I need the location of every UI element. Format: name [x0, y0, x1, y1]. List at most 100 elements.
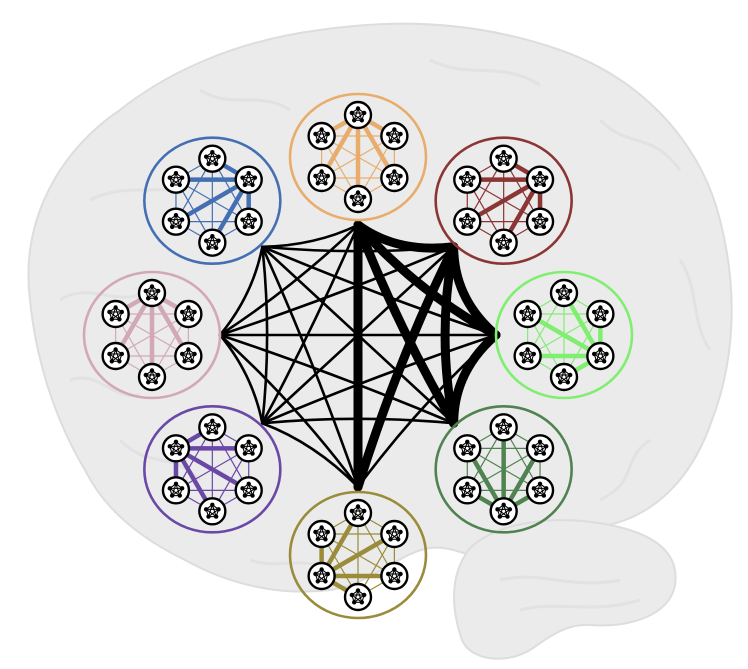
- micro-node: [598, 347, 603, 352]
- micro-node: [323, 579, 328, 584]
- micro-node: [385, 131, 391, 137]
- micro-node: [145, 296, 151, 301]
- micro-node: [186, 305, 191, 310]
- micro-node: [315, 181, 321, 186]
- inter-module-link: [261, 417, 455, 425]
- inter-module-link: [261, 223, 360, 425]
- micro-node: [351, 600, 357, 605]
- micro-node: [507, 423, 513, 428]
- module-bottom: [288, 490, 428, 620]
- inter-module-link: [218, 333, 360, 489]
- micro-node: [315, 579, 321, 584]
- micro-node: [109, 317, 115, 322]
- micro-node: [385, 529, 391, 535]
- subnode-ring: [161, 434, 191, 463]
- micro-node: [351, 118, 357, 123]
- micro-node: [216, 154, 221, 159]
- subnetwork-node: [380, 163, 409, 193]
- subnetwork-node: [198, 228, 227, 257]
- micro-node: [521, 359, 527, 364]
- subnetwork-node: [174, 299, 203, 329]
- micro-node: [507, 238, 513, 243]
- subnetwork-node: [234, 165, 263, 194]
- micro-node: [507, 507, 513, 512]
- subnode-ring: [234, 476, 263, 505]
- micro-node: [461, 493, 466, 498]
- inter-module-link: [261, 245, 455, 253]
- micro-node: [153, 296, 159, 301]
- micro-node: [107, 309, 112, 315]
- micro-node: [544, 217, 549, 222]
- micro-node: [531, 217, 537, 222]
- module-upper-left: [143, 136, 282, 265]
- micro-node: [501, 149, 506, 155]
- micro-node: [557, 380, 563, 385]
- micro-node: [246, 481, 251, 487]
- micro-node: [240, 175, 245, 180]
- subnetwork-node: [307, 561, 336, 591]
- micro-node: [385, 571, 391, 577]
- micro-node: [604, 309, 609, 315]
- micro-node: [398, 529, 403, 535]
- micro-node: [145, 380, 151, 385]
- inter-module-link: [218, 223, 360, 337]
- micro-node: [315, 537, 321, 542]
- micro-node: [468, 493, 474, 498]
- subnetwork-node: [453, 165, 482, 194]
- micro-node: [213, 161, 219, 167]
- micro-node: [395, 579, 401, 584]
- brain-sulcus: [519, 598, 641, 612]
- micro-node: [177, 451, 182, 456]
- subnode-ring: [137, 362, 167, 392]
- module-top: [288, 92, 428, 222]
- subnode-ring: [161, 165, 191, 194]
- micro-node: [537, 212, 543, 218]
- micro-node: [388, 181, 393, 186]
- module-boundary: [288, 92, 428, 222]
- micro-node: [461, 182, 466, 188]
- subnode-ring: [380, 561, 409, 591]
- inter-module-link: [261, 245, 455, 425]
- module-lower-left: [143, 405, 282, 534]
- micro-node: [179, 444, 185, 449]
- subnetwork-node: [161, 165, 191, 194]
- subnode-ring: [234, 165, 263, 194]
- micro-node: [210, 149, 215, 155]
- micro-node: [182, 317, 187, 322]
- micro-node: [468, 451, 474, 456]
- micro-node: [471, 175, 476, 180]
- micro-node: [534, 224, 539, 230]
- subnetwork-node: [586, 299, 615, 329]
- micro-node: [555, 288, 561, 294]
- subnode-ring: [489, 497, 518, 526]
- micro-node: [461, 224, 466, 230]
- micro-node: [240, 217, 245, 222]
- micro-node: [313, 173, 318, 179]
- micro-node: [497, 430, 503, 435]
- micro-node: [177, 182, 182, 188]
- micro-node: [604, 351, 609, 357]
- subnode-ring: [525, 165, 555, 194]
- micro-node: [458, 486, 464, 491]
- micro-node: [359, 516, 365, 521]
- subnode-ring: [380, 121, 409, 151]
- micro-node: [598, 305, 603, 310]
- subnetwork-node: [161, 434, 191, 463]
- micro-node: [210, 233, 215, 239]
- micro-node: [177, 493, 182, 498]
- micro-node: [250, 451, 255, 456]
- micro-node: [325, 529, 331, 535]
- subnetwork-node: [525, 207, 555, 236]
- micro-node: [529, 359, 534, 364]
- subnode-ring: [525, 207, 555, 236]
- micro-node: [246, 212, 251, 218]
- module-boundary: [288, 490, 428, 620]
- micro-node: [544, 486, 549, 491]
- subnode-ring: [586, 299, 615, 329]
- subnode-ring: [101, 299, 130, 329]
- micro-node: [189, 359, 195, 364]
- subnetwork-node: [234, 207, 263, 236]
- micro-node: [541, 224, 547, 230]
- subnetwork-node: [234, 476, 263, 505]
